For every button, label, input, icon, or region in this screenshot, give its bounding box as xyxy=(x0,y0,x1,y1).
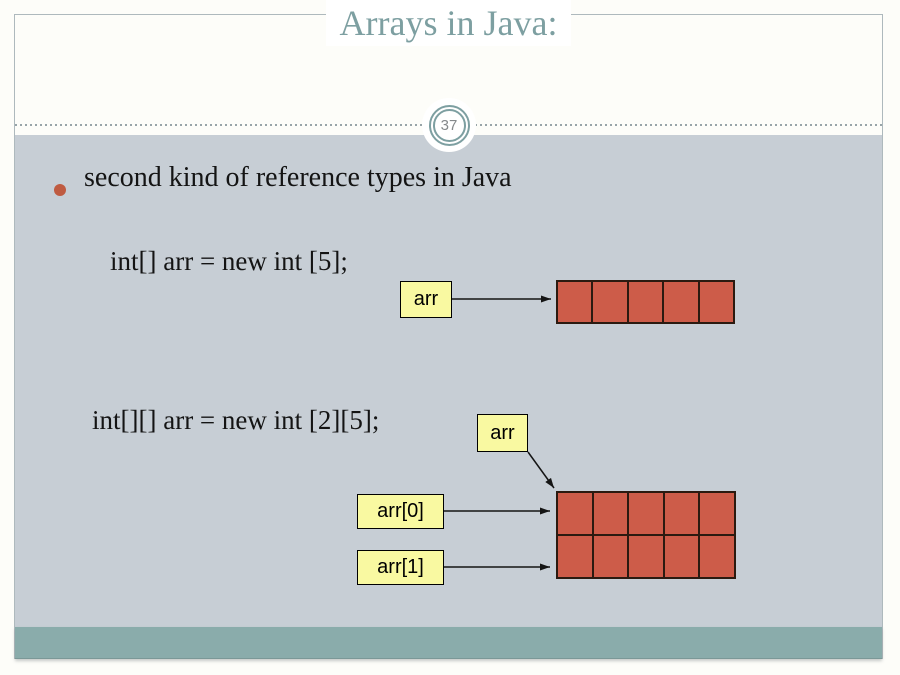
bullet-text: second kind of reference types in Java xyxy=(84,162,512,193)
array-cell xyxy=(629,536,663,577)
page-number: 37 xyxy=(432,108,466,142)
array-cell xyxy=(629,493,663,534)
content-area xyxy=(15,135,882,627)
array-cell xyxy=(558,282,592,322)
title-row: Arrays in Java: xyxy=(14,0,883,46)
pointer-box-arr-1d: arr xyxy=(400,281,452,318)
pointer-box-arr0: arr[0] xyxy=(357,494,444,529)
array-cell xyxy=(593,536,628,577)
array-cell xyxy=(700,536,734,577)
badge-outer-ring: 37 xyxy=(428,104,470,146)
array-cell xyxy=(664,493,699,534)
pointer-box-arr1: arr[1] xyxy=(357,550,444,585)
array-cell xyxy=(593,493,628,534)
array-cell xyxy=(700,493,734,534)
code-line-1: int[] arr = new int [5]; xyxy=(110,246,348,276)
page-number-badge: 37 xyxy=(422,98,476,152)
footer-bar xyxy=(15,627,882,659)
array-cell xyxy=(558,493,592,534)
array-cell xyxy=(558,536,592,577)
array-cell xyxy=(699,282,733,322)
array-cell xyxy=(664,282,698,322)
array-cell xyxy=(628,282,663,322)
array-cell xyxy=(664,536,699,577)
pointer-box-arr-2d: arr xyxy=(477,414,528,452)
bullet-dot xyxy=(54,184,66,196)
code-line-2: int[][] arr = new int [2][5]; xyxy=(92,405,380,435)
array-2d-grid xyxy=(556,491,736,579)
page-title: Arrays in Java: xyxy=(325,0,572,46)
array-cell xyxy=(593,282,627,322)
array-1d-grid xyxy=(556,280,735,324)
